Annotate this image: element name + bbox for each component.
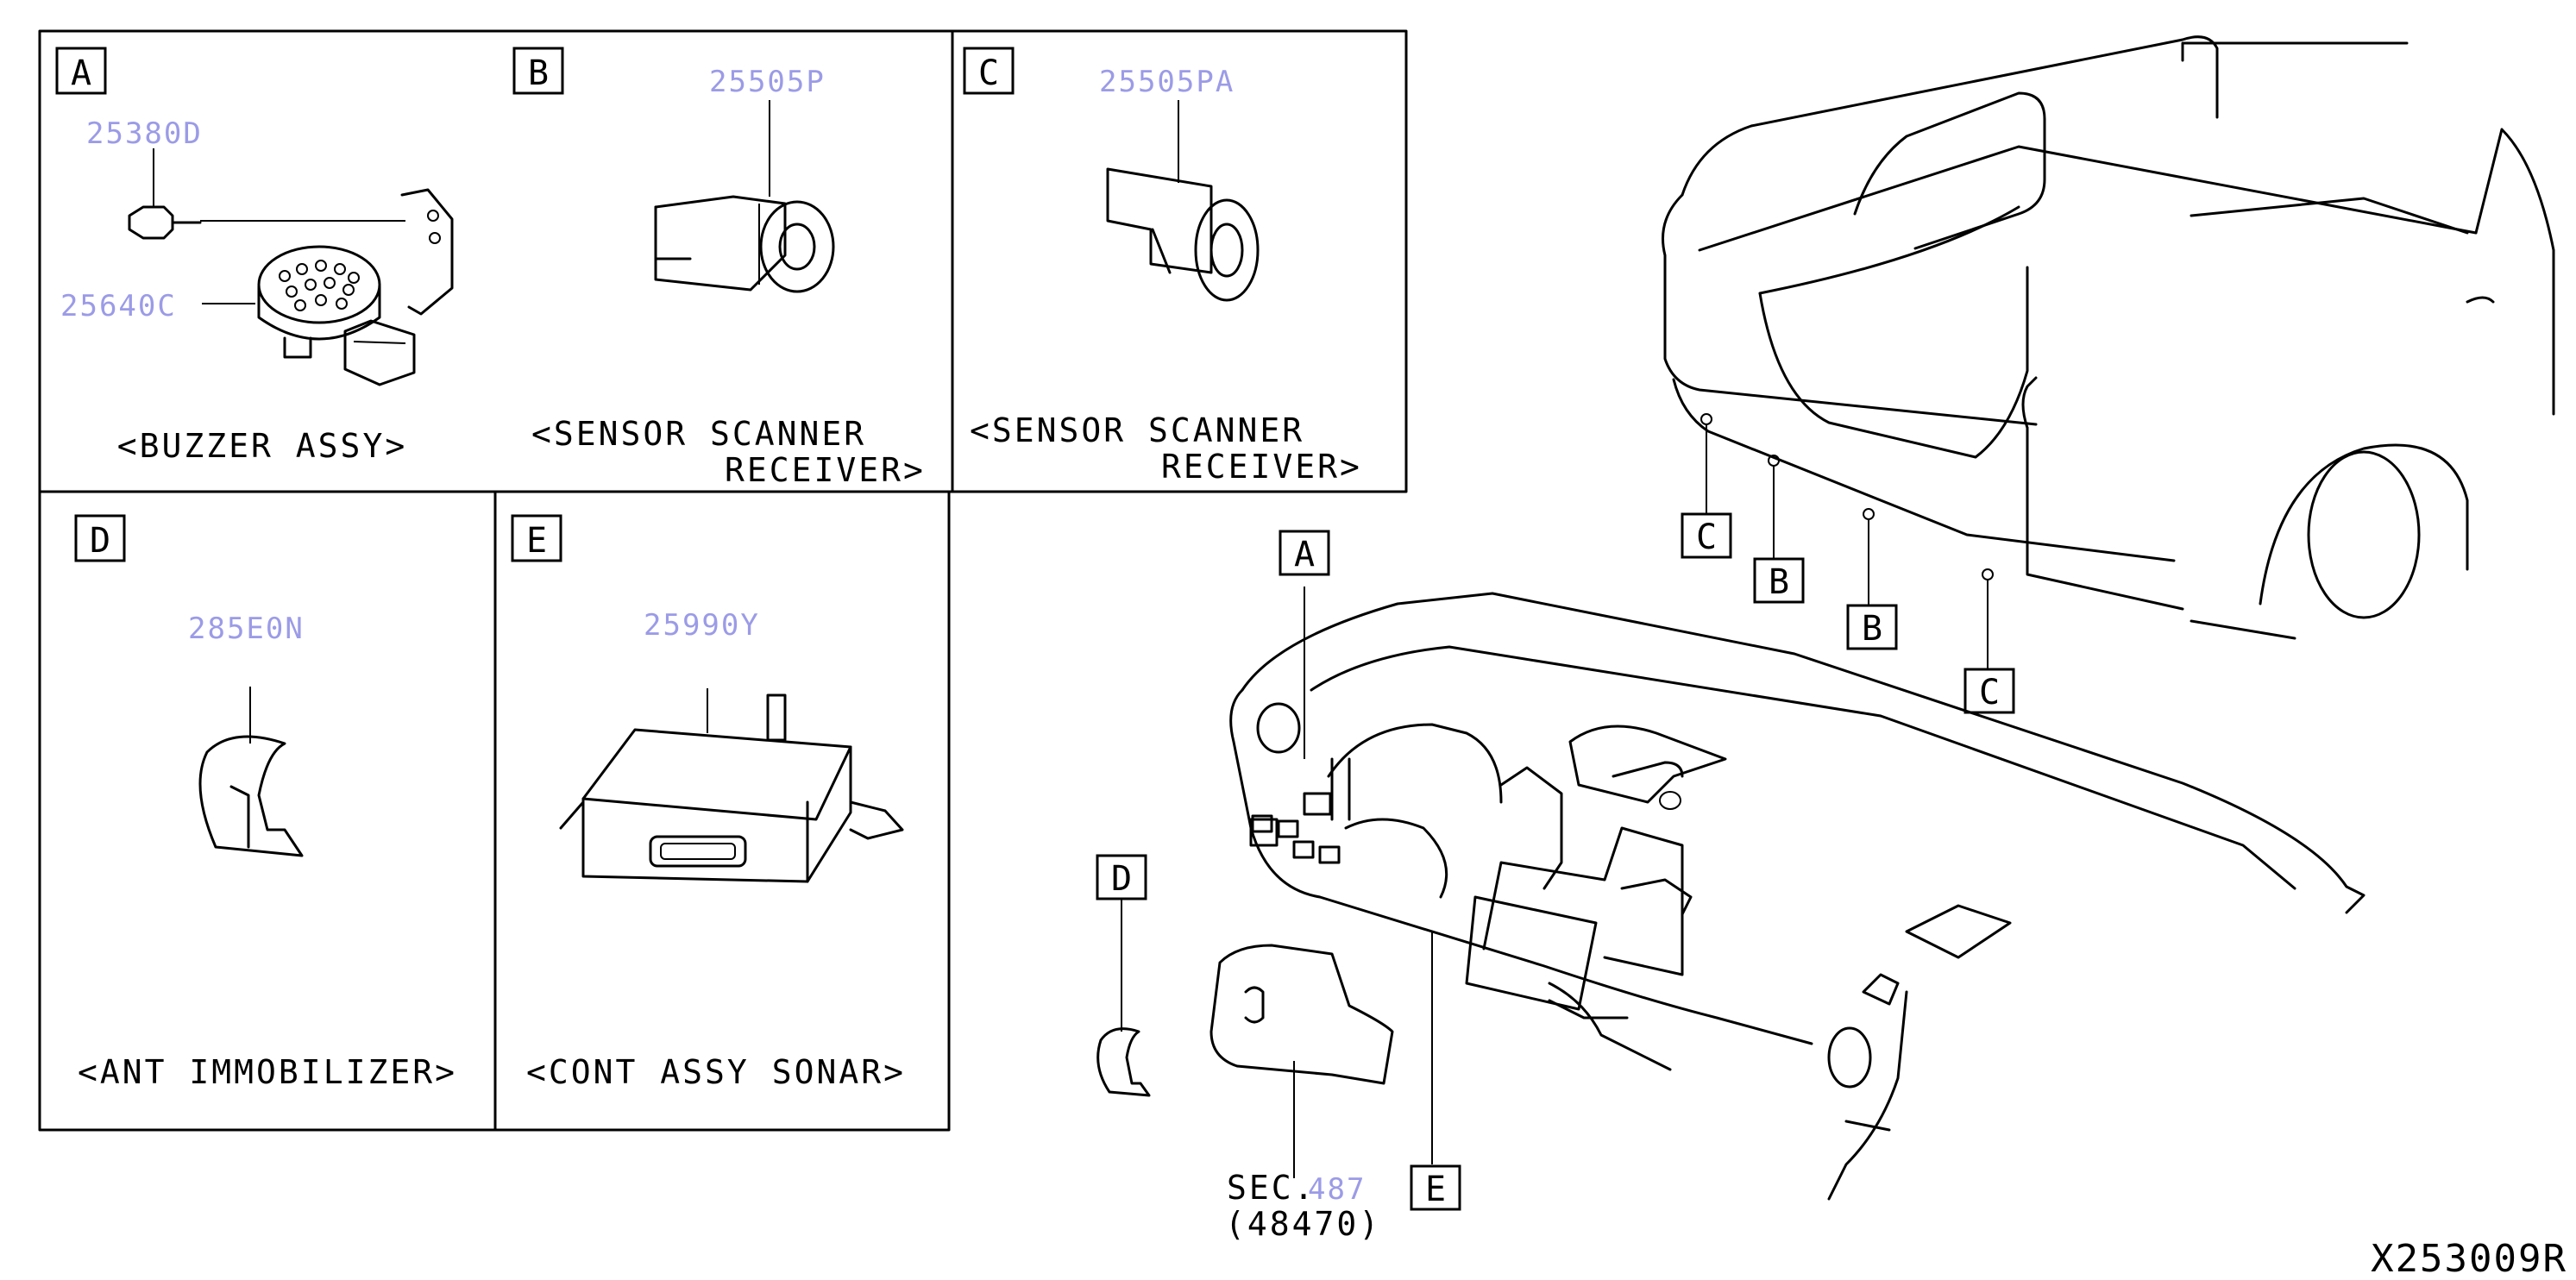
panel-e: E 25990Y <CONT ASSY SONAR> — [511, 514, 906, 1091]
drawing-id: X253009R — [2371, 1237, 2567, 1280]
panel-d: D 285E0N <ANT IMMOBILIZER> — [74, 514, 457, 1091]
panel-b-caption-2: RECEIVER> — [725, 451, 926, 489]
panel-a-letter: A — [71, 53, 91, 93]
sonar-control-drawing — [559, 688, 904, 883]
part-number-25505p: 25505P — [709, 65, 826, 99]
dash-callout-d: D — [1111, 859, 1132, 899]
section-prefix: SEC. — [1227, 1169, 1316, 1207]
buzzer-holes — [279, 260, 360, 311]
part-number-25990y: 25990Y — [644, 608, 760, 643]
vehicle-callout-3: B — [1862, 609, 1882, 649]
vehicle-callout-1: C — [1696, 518, 1717, 557]
panel-c-caption-1: <SENSOR SCANNER — [970, 411, 1304, 449]
panel-a-caption: <BUZZER ASSY> — [117, 427, 407, 465]
part-number-25505pa: 25505PA — [1099, 65, 1235, 99]
panel-e-caption: <CONT ASSY SONAR> — [526, 1053, 906, 1091]
panel-a: A 25380D 25640C <BUZZER ASSY> — [55, 47, 454, 465]
part-number-285e0n: 285E0N — [188, 612, 305, 646]
panel-c: C 25505PA <SENSOR SCANNER RECEIVER> — [963, 47, 1362, 486]
panel-b-caption-1: <SENSOR SCANNER — [531, 415, 866, 453]
part-number-25640c: 25640C — [60, 289, 177, 323]
section-reference: SEC. 487 (48470) — [1225, 1169, 1381, 1243]
vehicle-callout-4: C — [1979, 673, 2000, 712]
dash-switches — [1251, 814, 1341, 864]
dashboard-drawing — [1229, 587, 2366, 1201]
antenna-d-drawing — [198, 687, 304, 857]
panel-c-letter: C — [978, 53, 999, 93]
shift-knob-drawing — [1209, 944, 1394, 1178]
panel-e-letter: E — [526, 521, 547, 561]
buzzer-assy-drawing — [128, 148, 454, 386]
dash-callout-e: E — [1425, 1170, 1446, 1209]
panel-b: B 25505P <SENSOR SCANNER RECEIVER> — [512, 47, 926, 489]
vehicle-callout-2: B — [1769, 562, 1789, 602]
section-sub: (48470) — [1225, 1205, 1381, 1243]
sensor-b-drawing — [654, 100, 835, 293]
panel-b-letter: B — [528, 53, 549, 93]
panel-d-letter: D — [90, 521, 110, 561]
panel-c-caption-2: RECEIVER> — [1161, 448, 1362, 486]
section-number: 487 — [1308, 1172, 1366, 1207]
part-number-25380d: 25380D — [86, 116, 203, 151]
antenna-ring-drawing — [1096, 897, 1151, 1097]
panel-d-caption: <ANT IMMOBILIZER> — [78, 1053, 457, 1091]
dash-callouts: A D E — [1096, 530, 1461, 1211]
dash-callout-a: A — [1294, 535, 1315, 574]
vehicle-callouts: C B B C — [1681, 512, 2015, 714]
vehicle-rear-drawing — [1662, 35, 2555, 669]
sensor-c-drawing — [1106, 100, 1260, 302]
panel-grid — [38, 29, 1408, 1132]
